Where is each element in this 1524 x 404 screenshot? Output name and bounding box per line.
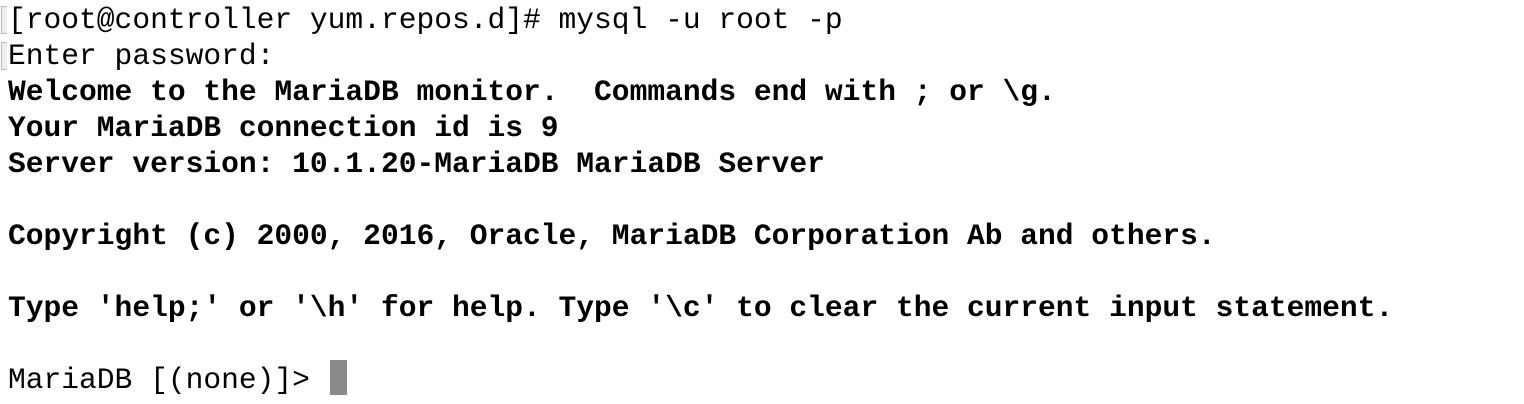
welcome-message: Welcome to the MariaDB monitor. Commands…: [8, 75, 1056, 109]
copyright: Copyright (c) 2000, 2016, Oracle, MariaD…: [8, 219, 1216, 253]
mariadb-prompt[interactable]: MariaDB [(none)]>: [8, 363, 328, 397]
server-version: Server version: 10.1.20-MariaDB MariaDB …: [8, 147, 825, 181]
connection-id: Your MariaDB connection id is 9: [8, 111, 559, 145]
command-line: [root@controller yum.repos.d]# mysql -u …: [8, 3, 843, 37]
line-marker: [1, 6, 7, 34]
text-cursor: [330, 360, 347, 395]
password-prompt: Enter password:: [8, 39, 275, 73]
line-marker: [1, 42, 7, 70]
help-text: Type 'help;' or '\h' for help. Type '\c'…: [8, 291, 1394, 325]
